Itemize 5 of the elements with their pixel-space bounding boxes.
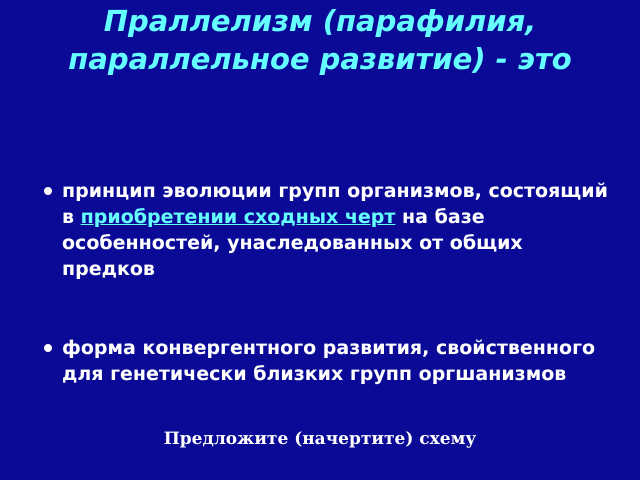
caption-text: Предложите (начертите) схему	[162, 428, 478, 450]
slide-title: Праллелизм (парафилия, параллельное развитие) - это	[67, 3, 573, 78]
bullet-text: принцип эволюции групп организмов, состоящий в приобретении сходных черт на базе особенностей, унаследованных от общих предков	[62, 179, 609, 282]
bullet-text: форма конвергентного развития, свойственного для генетически близких групп оргшанизмов	[62, 336, 596, 387]
text-link: приобретении сходных черт	[80, 206, 396, 228]
